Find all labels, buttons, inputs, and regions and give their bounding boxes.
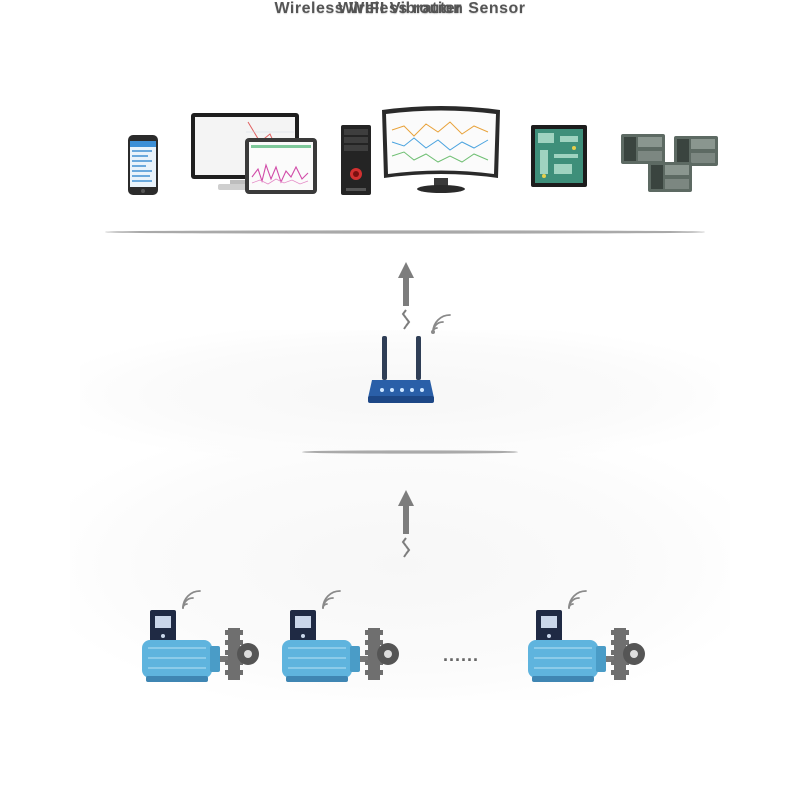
sensor-motor-icon — [142, 590, 259, 682]
wireless-router-icon — [368, 336, 434, 403]
router-label: Wireless router — [338, 0, 462, 17]
top-divider — [105, 230, 705, 234]
upward-arrow-icon — [398, 490, 414, 558]
touch-panel-icon — [531, 125, 587, 187]
sensor-motor-icon — [282, 590, 399, 682]
upward-arrow-icon — [398, 262, 414, 330]
sensor-motor-icon — [528, 590, 645, 682]
sensor-label: Wireless WIFI Vibration Sensor — [274, 0, 526, 17]
wifi-signal-icon — [431, 314, 451, 334]
more-sensors-ellipsis: ...... — [443, 645, 480, 665]
curved-monitor-icon — [382, 106, 500, 193]
smartphone-icon — [128, 135, 158, 195]
plc-modules-icon — [621, 134, 718, 192]
tablet-icon — [245, 138, 317, 194]
router-divider — [302, 450, 518, 454]
pc-tower-icon — [341, 125, 371, 195]
